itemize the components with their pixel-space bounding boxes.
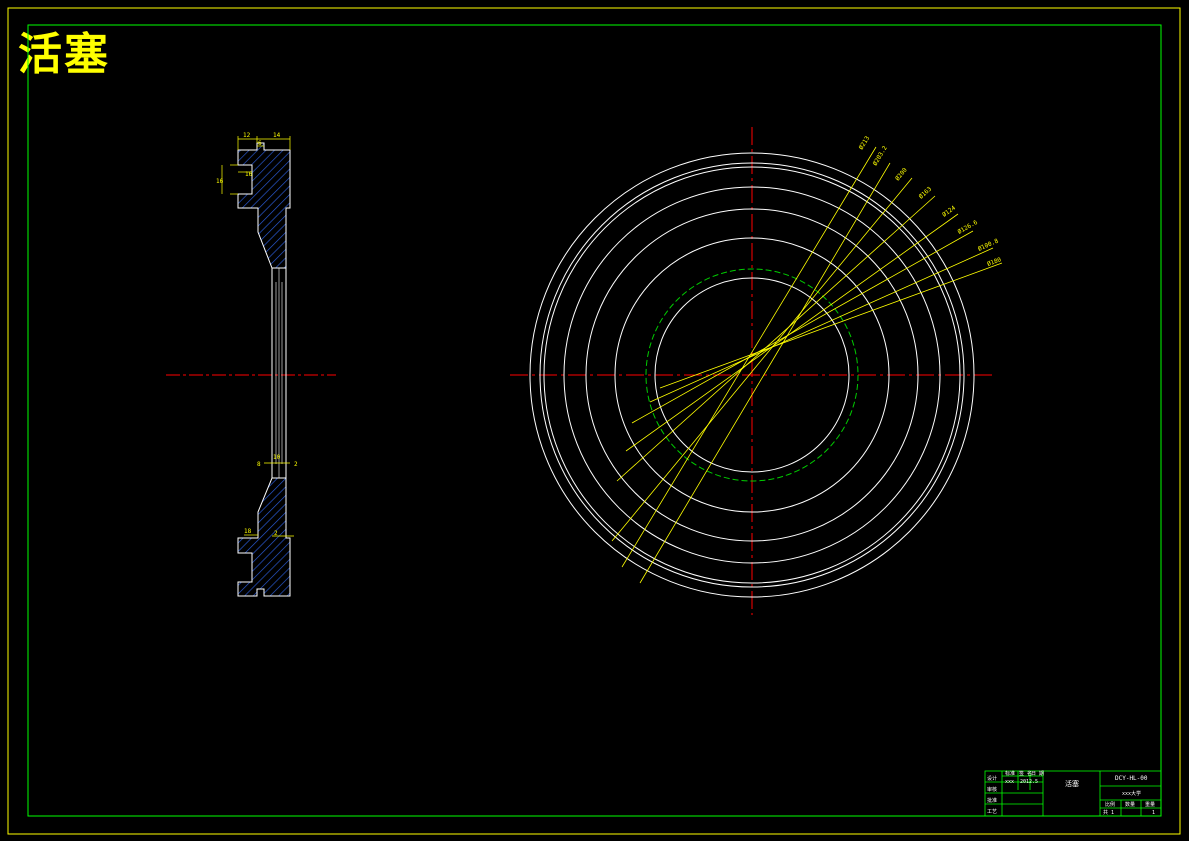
diameter-label: Ø200 bbox=[894, 166, 909, 182]
qty-label: 数量 bbox=[1125, 801, 1135, 808]
diameter-label: Ø213 bbox=[858, 135, 872, 151]
dim-label: 16 bbox=[245, 171, 253, 178]
leader-line bbox=[639, 162, 891, 584]
dim-label: 2 bbox=[274, 530, 278, 537]
scale-label: 比例 bbox=[1105, 801, 1115, 808]
sheet-value: 1 bbox=[1152, 810, 1155, 816]
diameter-label: Ø203.2 bbox=[872, 144, 889, 167]
dim-label: 2 bbox=[294, 461, 298, 468]
leader-line bbox=[659, 262, 1003, 389]
leader-line bbox=[616, 195, 936, 482]
title-header-cell: 日 期 bbox=[1031, 771, 1044, 777]
dim-label: 14 bbox=[273, 132, 281, 139]
leader-line bbox=[649, 247, 994, 403]
ring-circle bbox=[563, 186, 941, 564]
inner-frame bbox=[27, 24, 1162, 817]
title-row-label: 审核 bbox=[987, 786, 997, 793]
title-header-cell: 签 名 bbox=[1019, 770, 1032, 777]
ring-circle bbox=[543, 166, 961, 584]
drawing-number: DCY-HL-00 bbox=[1115, 775, 1148, 782]
dim-label: 6 bbox=[258, 140, 262, 147]
section-lower-body bbox=[237, 477, 291, 597]
dim-label: 12 bbox=[243, 132, 251, 139]
sheet-label: 共 1 bbox=[1103, 809, 1114, 816]
ring-circle bbox=[585, 208, 919, 542]
diameter-label: Ø126.6 bbox=[957, 219, 980, 236]
design-date: 2012.5 bbox=[1020, 779, 1038, 785]
outer-circle bbox=[529, 152, 975, 598]
diameter-label: Ø180 bbox=[986, 256, 1002, 268]
leader-line bbox=[631, 230, 974, 424]
section-view: 12 14 6 16 16 8 10 2 18 2 bbox=[166, 132, 336, 597]
leader-line bbox=[611, 177, 913, 542]
inner-circle bbox=[654, 277, 850, 473]
section-upper-body bbox=[237, 142, 291, 269]
ring-circle bbox=[539, 162, 965, 588]
dim-label: 16 bbox=[216, 178, 224, 185]
title-header-cell: 标准 bbox=[1005, 770, 1015, 777]
title-row-label: 批准 bbox=[987, 797, 997, 804]
part-name: 活塞 bbox=[1065, 779, 1079, 788]
title-row-label: 工艺 bbox=[987, 809, 997, 815]
hidden-circle bbox=[645, 268, 859, 482]
designer-name: xxx bbox=[1005, 779, 1014, 785]
dim-label: 8 bbox=[257, 461, 261, 468]
dim-label: 10 bbox=[273, 454, 281, 461]
diameter-label: Ø100.8 bbox=[977, 237, 1000, 252]
ring-circle bbox=[614, 237, 890, 513]
school-name: xxx大学 bbox=[1122, 790, 1141, 797]
title-block bbox=[984, 770, 1162, 817]
drawing-title: 活塞 bbox=[18, 29, 110, 80]
title-row-label: 设计 bbox=[987, 775, 997, 782]
diameter-label: Ø163 bbox=[918, 185, 934, 200]
dim-label: 18 bbox=[244, 528, 252, 535]
weight-label: 重量 bbox=[1145, 801, 1155, 808]
outer-frame bbox=[7, 7, 1181, 835]
